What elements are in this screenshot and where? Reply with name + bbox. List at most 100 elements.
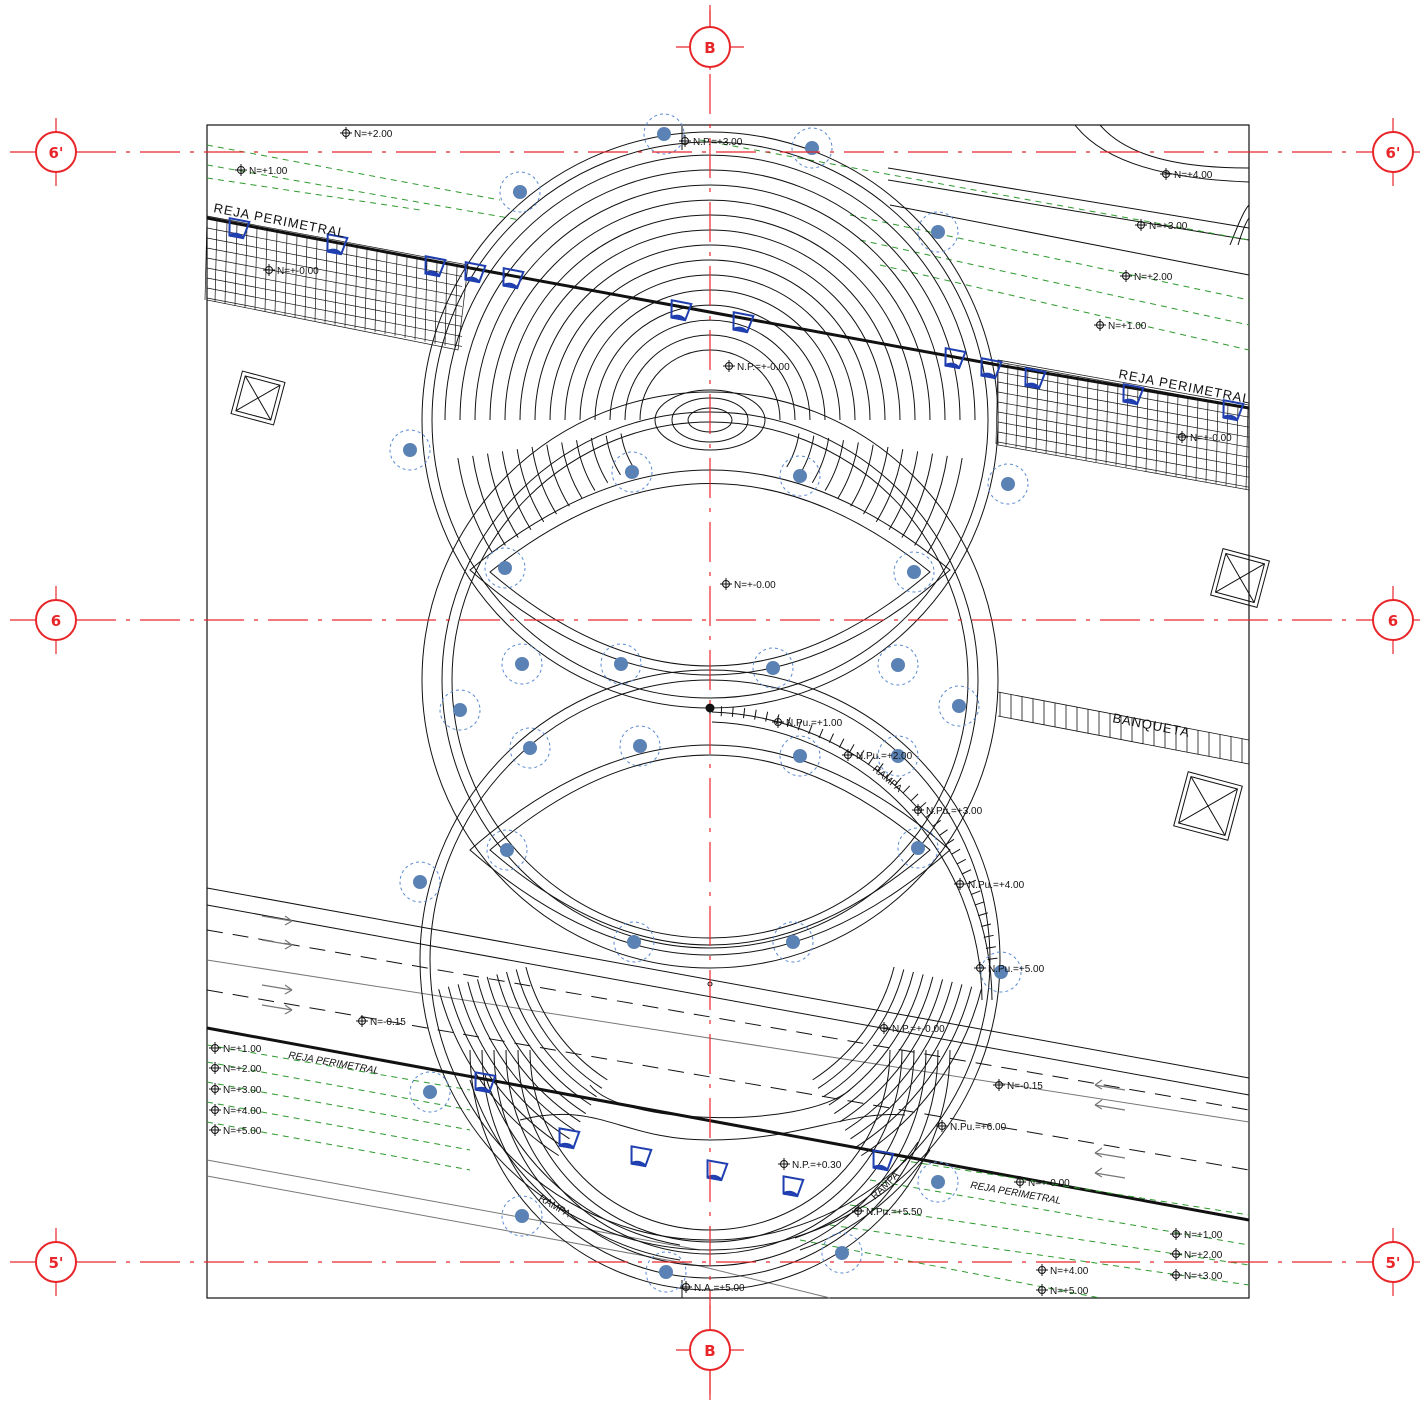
tree xyxy=(877,735,919,777)
grid-line xyxy=(1075,376,1079,459)
road-edge xyxy=(206,1159,701,1251)
tree xyxy=(501,1195,543,1237)
ramp-step xyxy=(978,912,988,917)
level-label: N=+4.00 xyxy=(223,1106,262,1117)
seating-arc xyxy=(620,433,634,468)
contour-line xyxy=(207,1081,471,1131)
grid-line xyxy=(324,240,328,323)
contour-line xyxy=(879,264,1249,351)
sheet-border xyxy=(206,124,1250,1299)
grid-line xyxy=(1145,388,1149,472)
curb-line xyxy=(889,204,1250,276)
tree xyxy=(917,211,959,253)
light-fixture-icon xyxy=(558,1127,581,1150)
axis-bubble-top: B xyxy=(676,5,744,70)
seating-arc xyxy=(474,184,946,421)
traffic-arrow xyxy=(1094,1152,1126,1159)
axis-bubble-left-6prime: 6' xyxy=(10,118,77,186)
site-linework xyxy=(206,124,1250,1299)
seating-arc xyxy=(549,259,871,421)
tree xyxy=(897,827,939,869)
level-marker: N=-0.15 xyxy=(356,1015,406,1028)
road-edge xyxy=(206,904,1250,1096)
traffic-arrow xyxy=(1094,1104,1126,1111)
grid-line xyxy=(1195,397,1199,481)
level-marker: N=+-0.00 xyxy=(720,578,776,591)
grid-line xyxy=(224,221,228,304)
banqueta-sidewalk xyxy=(997,691,1250,765)
seating-arc xyxy=(531,446,557,515)
tree xyxy=(611,451,653,493)
level-label: N.Pu.=+5.50 xyxy=(866,1207,923,1218)
level-marker: N=+2.00 xyxy=(1120,270,1173,283)
seating-arc xyxy=(811,437,830,483)
grid-line xyxy=(206,277,463,327)
axis-bubble-left-5prime: 5' xyxy=(10,1228,77,1296)
ramp-step xyxy=(902,785,911,794)
level-marker: N=+2.00 xyxy=(340,127,393,140)
seating-arc xyxy=(786,433,800,468)
grid-line xyxy=(206,247,463,297)
level-label: N=+1.00 xyxy=(1108,321,1147,332)
grid-line xyxy=(1155,390,1159,473)
seating-arc xyxy=(457,458,494,554)
level-marker: N=+5.00 xyxy=(1036,1284,1089,1297)
grid-line xyxy=(314,238,318,321)
ramp-step xyxy=(910,793,919,802)
level-label: N=+1.00 xyxy=(1184,1230,1223,1241)
light-fixture-icon xyxy=(670,299,693,322)
contour-lines xyxy=(207,139,1249,1298)
light-fixture-icon xyxy=(706,1159,729,1182)
seating-arc xyxy=(861,989,982,1157)
seating-arc xyxy=(901,453,933,538)
tree xyxy=(439,689,481,731)
level-marker: N.Pu.=+2.00 xyxy=(842,749,913,762)
tree xyxy=(600,643,642,685)
grid-line xyxy=(1215,401,1219,484)
fence-label: REJA PERIMETRAL xyxy=(287,1050,379,1077)
stage-edge xyxy=(589,1084,851,1119)
grid-line xyxy=(1055,372,1059,455)
seating-arc xyxy=(914,455,948,546)
grid-line xyxy=(254,227,258,310)
grid-line xyxy=(414,257,418,340)
traffic-arrow-head xyxy=(284,989,293,995)
ramp-step xyxy=(970,890,981,896)
axis-label-top: B xyxy=(704,39,715,57)
tree-group xyxy=(389,113,1029,1293)
level-marker: N=+4.00 xyxy=(209,1104,262,1117)
ramp-step xyxy=(894,777,902,786)
level-marker: N=+1.00 xyxy=(209,1042,262,1055)
level-marker: N=+1.00 xyxy=(235,164,288,177)
tree xyxy=(980,951,1022,993)
traffic-arrow-head xyxy=(284,915,293,922)
axis-bubble-bottom: B xyxy=(676,1305,744,1400)
level-label: N=+-0.00 xyxy=(1190,433,1232,444)
grid-line xyxy=(206,287,463,337)
grid-line xyxy=(244,225,248,308)
seating-arc xyxy=(496,974,592,1106)
grid-line xyxy=(995,361,999,445)
level-label: N.Pu.=+2.00 xyxy=(856,751,913,762)
ramp-label: RAMPA xyxy=(869,1169,902,1202)
seating-arc xyxy=(447,986,565,1148)
seating-arc xyxy=(839,979,944,1123)
axis-bubble-right-5prime: 5' xyxy=(1370,1228,1420,1296)
grid-line xyxy=(1165,392,1169,475)
vesica-lower xyxy=(489,754,931,946)
square-planters xyxy=(230,370,1271,841)
level-label: N=-0.15 xyxy=(370,1017,406,1028)
grid-line xyxy=(1065,374,1069,457)
grid-line xyxy=(1035,369,1039,452)
traffic-arrows xyxy=(261,915,1126,1179)
traffic-arrow xyxy=(1094,1084,1126,1091)
tree xyxy=(938,685,980,727)
axis-label-bottom: B xyxy=(704,1342,715,1360)
grid-line xyxy=(206,297,463,347)
light-fixture-icon xyxy=(464,261,487,284)
level-label: N=+2.00 xyxy=(354,129,393,140)
traffic-arrow-head xyxy=(284,920,293,926)
square-planter xyxy=(1209,547,1271,609)
grid-line xyxy=(1175,394,1179,477)
contour-line xyxy=(849,1204,1249,1266)
